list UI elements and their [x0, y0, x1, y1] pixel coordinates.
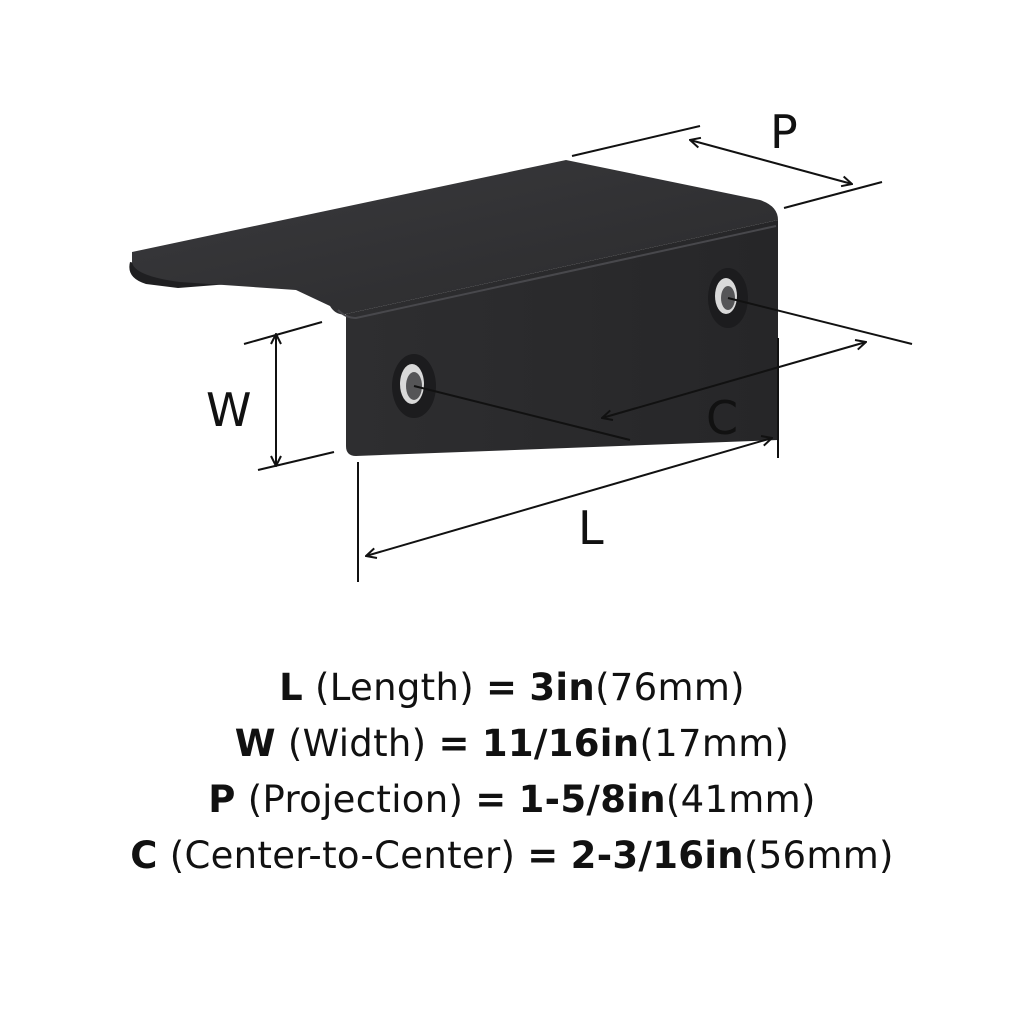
spec-imperial-value: 2-3/16in: [570, 834, 744, 877]
spec-length: L (Length) = 3in(76mm): [0, 660, 1024, 716]
label-c: C: [706, 391, 738, 445]
spec-imperial-value: 1-5/8in: [518, 778, 666, 821]
spec-key: W: [234, 722, 276, 765]
spec-equals: =: [475, 778, 507, 821]
spec-name: (Center-to-Center): [169, 834, 516, 877]
spec-equals: =: [438, 722, 470, 765]
spec-metric-value: (41mm): [665, 778, 816, 821]
label-p: P: [770, 105, 798, 159]
dimension-diagram: P W C L: [129, 105, 913, 582]
label-l: L: [578, 501, 604, 555]
spec-projection: P (Projection) = 1-5/8in(41mm): [0, 772, 1024, 828]
specifications-list: L (Length) = 3in(76mm) W (Width) = 11/16…: [0, 660, 1024, 884]
spec-width: W (Width) = 11/16in(17mm): [0, 716, 1024, 772]
spec-metric-value: (17mm): [639, 722, 790, 765]
spec-center-to-center: C (Center-to-Center) = 2-3/16in(56mm): [0, 828, 1024, 884]
spec-key: P: [208, 778, 236, 821]
spec-key: C: [130, 834, 158, 877]
dimension-lines: [243, 125, 913, 582]
l-dimension-arrow: [366, 438, 772, 556]
spec-metric-value: (56mm): [743, 834, 894, 877]
spec-name: (Width): [287, 722, 427, 765]
spec-equals: =: [527, 834, 559, 877]
c-dimension-arrow: [602, 342, 866, 418]
top-plate: [132, 160, 778, 315]
spec-equals: =: [486, 666, 518, 709]
spec-imperial-value: 11/16in: [481, 722, 640, 765]
label-w: W: [206, 383, 251, 437]
spec-imperial-value: 3in: [529, 666, 596, 709]
p-dimension-arrow: [690, 140, 852, 184]
spec-metric-value: (76mm): [595, 666, 745, 709]
spec-key: L: [279, 666, 303, 709]
spec-name: (Length): [315, 666, 474, 709]
spec-name: (Projection): [247, 778, 464, 821]
